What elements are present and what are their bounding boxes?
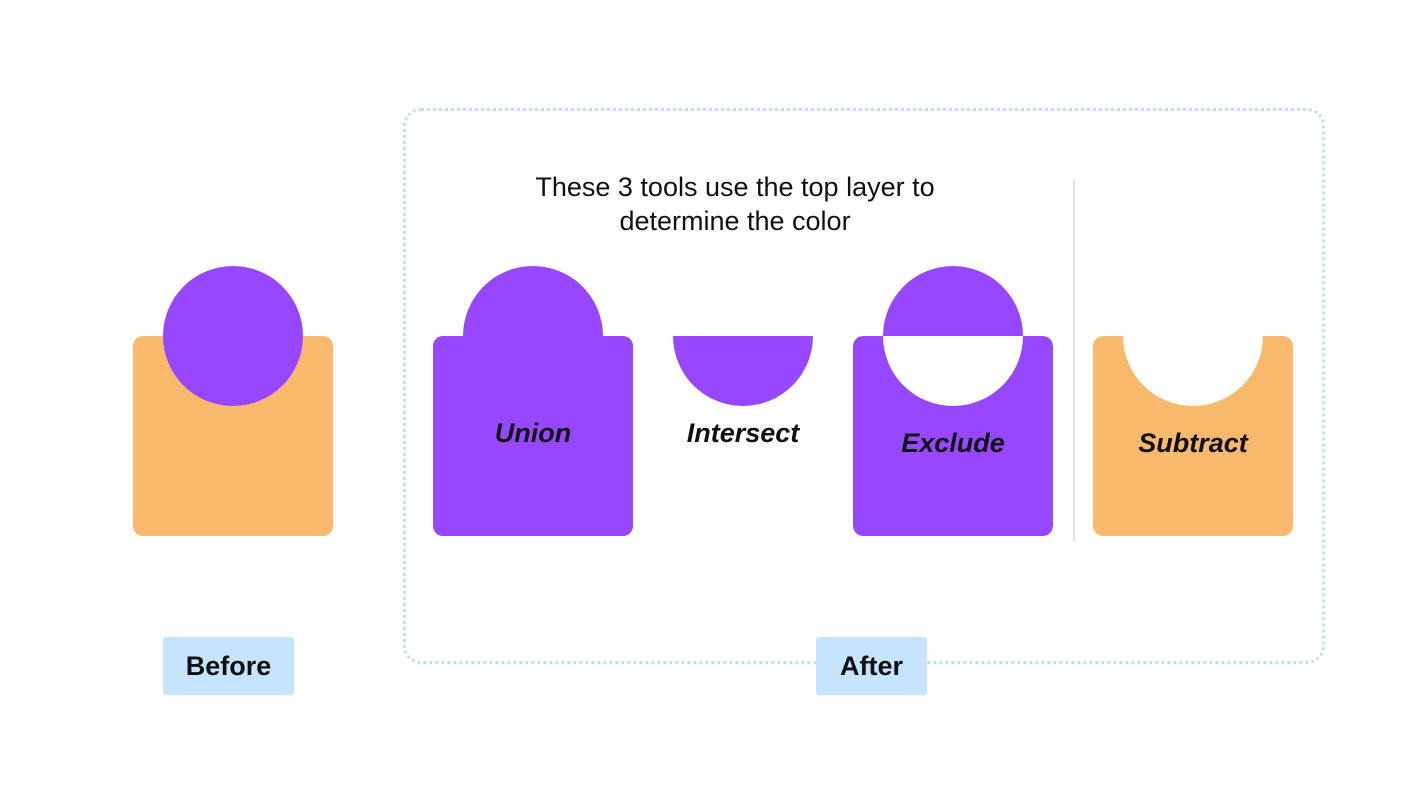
before-square bbox=[133, 336, 333, 536]
union-label: Union bbox=[494, 418, 572, 448]
union-circle bbox=[463, 266, 603, 406]
before-tag: Before bbox=[163, 637, 294, 695]
before-circle bbox=[163, 266, 303, 406]
before-shape bbox=[133, 266, 333, 536]
subtract-label: Subtract bbox=[1138, 428, 1248, 458]
intersect-shape bbox=[673, 336, 813, 406]
exclude-shape bbox=[853, 266, 1053, 536]
exclude-square bbox=[853, 336, 1053, 536]
divider bbox=[1073, 180, 1075, 542]
tools-note: These 3 tools use the top layer to deter… bbox=[535, 172, 935, 236]
after-tag: After bbox=[816, 637, 927, 695]
exclude-circle-top bbox=[883, 266, 1023, 336]
subtract-shape bbox=[1093, 336, 1293, 536]
union-square bbox=[433, 336, 633, 536]
union-shape bbox=[433, 266, 633, 536]
intersect-label: Intersect bbox=[686, 418, 800, 448]
exclude-label: Exclude bbox=[901, 428, 1005, 458]
